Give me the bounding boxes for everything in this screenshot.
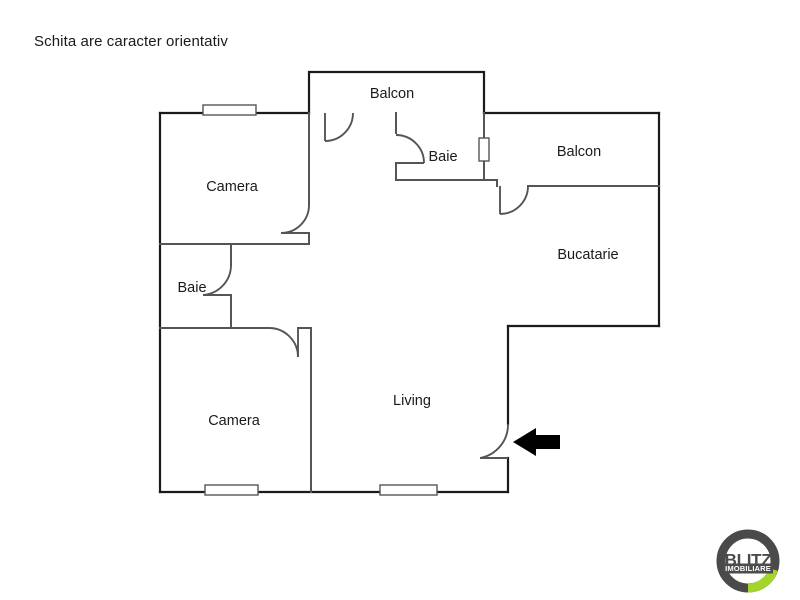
room-label-camera-top-left: Camera (206, 179, 259, 195)
room-label-camera-bottom-left: Camera (208, 413, 261, 429)
room-label-baie-top: Baie (428, 149, 457, 165)
door-camera-bottom-left (268, 327, 299, 358)
room-label-bucatarie: Bucatarie (557, 247, 618, 263)
logo-wordmark: BLITZ IMOBILIARE (723, 550, 773, 574)
room-label-baie-left: Baie (177, 280, 206, 296)
door-balcon-right (499, 185, 529, 215)
page-title: Schita are caracter orientativ (34, 33, 228, 50)
wall-balcon-top-outline (307, 70, 486, 115)
door-camera-top-left (280, 204, 310, 234)
window-living-bottom (379, 484, 438, 496)
door-balcon-top (324, 112, 354, 142)
window-baie-balcon-wall (478, 137, 490, 162)
door-entrance-living (479, 423, 509, 459)
room-label-balcon-top: Balcon (370, 86, 414, 102)
window-camera-top (202, 104, 257, 116)
interior-walls (159, 112, 660, 493)
room-labels: Balcon Baie Balcon Camera Bucatarie Baie… (177, 86, 618, 429)
window-camera-bottom (204, 484, 259, 496)
entrance-arrow (513, 428, 560, 456)
doors (202, 112, 529, 459)
exterior-walls (158, 70, 661, 494)
door-baie-top (395, 134, 425, 164)
room-label-living: Living (393, 393, 431, 409)
logo-name-sub: IMOBILIARE (725, 564, 771, 573)
windows (202, 104, 490, 496)
room-label-balcon-right: Balcon (557, 144, 601, 160)
door-baie-left (202, 264, 232, 296)
brand-logo: BLITZ IMOBILIARE (712, 528, 784, 594)
entrance-arrow-shape (513, 428, 560, 456)
